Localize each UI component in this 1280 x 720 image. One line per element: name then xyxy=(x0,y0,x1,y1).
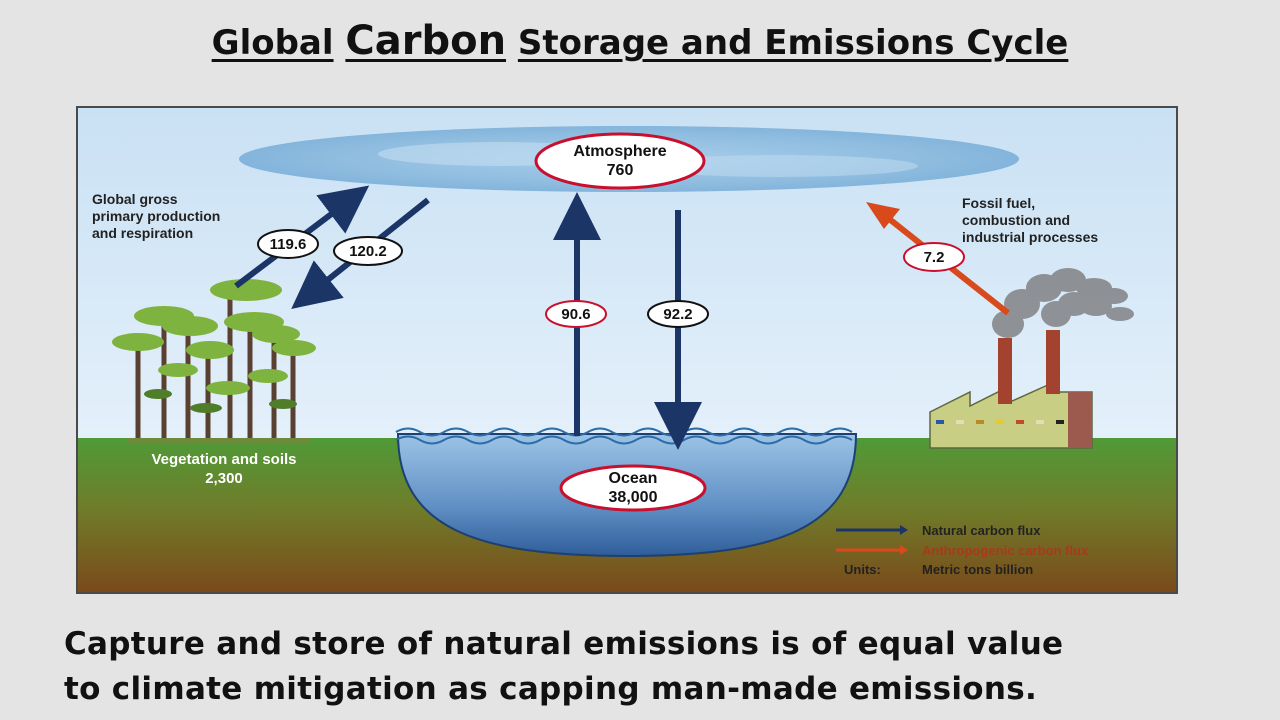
title-part-1: Global xyxy=(211,23,334,63)
legend: Natural carbon flux Anthropogenic carbon… xyxy=(836,523,1089,577)
ocean-value: 38,000 xyxy=(609,489,658,506)
diagram-canvas: Atmosphere 760 Ocean 38,000 119.6 120.2 … xyxy=(78,108,1176,592)
svg-text:and respiration: and respiration xyxy=(92,225,193,241)
svg-text:combustion and: combustion and xyxy=(962,212,1070,228)
flux-badge-veg-up: 119.6 xyxy=(257,229,319,259)
flux-badge-fossil: 7.2 xyxy=(903,242,965,272)
legend-units-value: Metric tons billion xyxy=(922,562,1033,577)
vegetation-label: Vegetation and soils 2,300 xyxy=(151,451,296,487)
vegetation-name: Vegetation and soils xyxy=(151,451,296,468)
ocean-waves xyxy=(395,427,853,437)
ocean-name: Ocean xyxy=(609,470,658,487)
flux-veg-down: 120.2 xyxy=(349,243,387,260)
vegetation-value: 2,300 xyxy=(205,470,243,487)
flux-badge-veg-down: 120.2 xyxy=(333,236,403,266)
slide-title: Global Carbon Storage and Emissions Cycl… xyxy=(0,18,1280,64)
legend-natural-label: Natural carbon flux xyxy=(922,523,1041,538)
svg-text:primary production: primary production xyxy=(92,208,220,224)
svg-text:Global gross: Global gross xyxy=(92,191,178,207)
atmosphere-name: Atmosphere xyxy=(573,143,666,160)
atmosphere-value: 760 xyxy=(607,162,634,179)
svg-text:industrial processes: industrial processes xyxy=(962,229,1098,245)
legend-units-label: Units: xyxy=(844,562,881,577)
carbon-cycle-diagram: Atmosphere 760 Ocean 38,000 119.6 120.2 … xyxy=(76,106,1178,594)
flux-badge-ocean-down: 92.2 xyxy=(647,300,709,328)
ocean-oval: Ocean 38,000 xyxy=(559,464,707,512)
flux-veg-up: 119.6 xyxy=(270,236,307,253)
flux-ocean-down: 92.2 xyxy=(663,306,692,323)
caption: Capture and store of natural emissions i… xyxy=(64,622,1244,712)
trees xyxy=(112,279,316,444)
flux-badge-ocean-up: 90.6 xyxy=(545,300,607,328)
title-part-3: Storage and Emissions Cycle xyxy=(517,23,1069,63)
caption-line-2: to climate mitigation as capping man-mad… xyxy=(64,671,1038,707)
title-part-2: Carbon xyxy=(345,18,507,64)
atmosphere-oval: Atmosphere 760 xyxy=(534,132,706,190)
fossil-fuel-label: Fossil fuel, combustion and industrial p… xyxy=(962,195,1098,245)
svg-text:Fossil fuel,: Fossil fuel, xyxy=(962,195,1035,211)
flux-fossil: 7.2 xyxy=(924,249,945,266)
legend-anthropogenic-label: Anthropogenic carbon flux xyxy=(922,543,1089,558)
vegetation-flux-label: Global gross primary production and resp… xyxy=(92,191,220,241)
flux-ocean-up: 90.6 xyxy=(561,306,590,323)
caption-line-1: Capture and store of natural emissions i… xyxy=(64,626,1064,662)
factory xyxy=(929,268,1134,449)
